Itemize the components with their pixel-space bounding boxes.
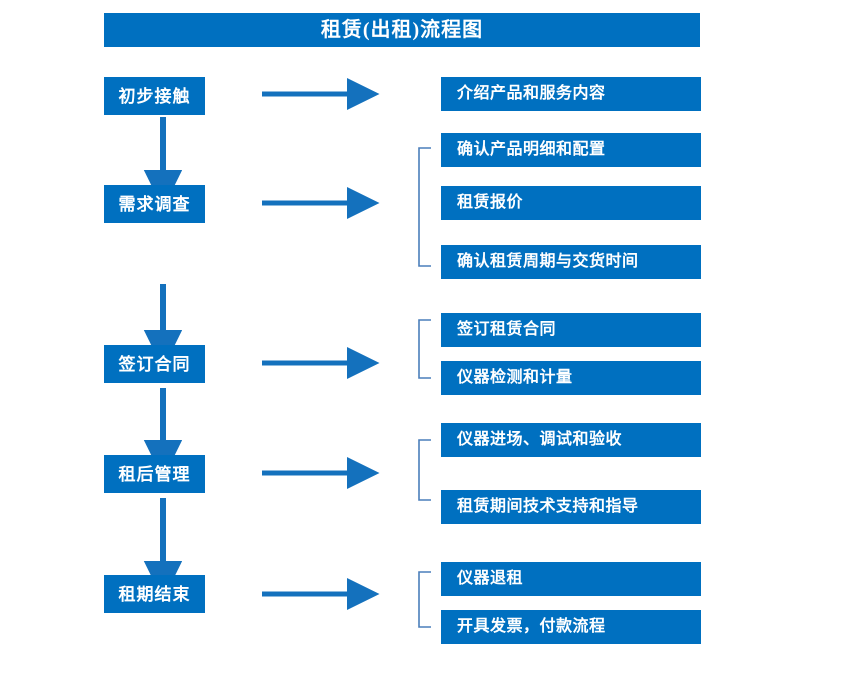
horizontal-arrow-group: [262, 77, 380, 610]
sidebar-item-stage-5[interactable]: 租期结束: [104, 575, 205, 613]
bracket-group-2: [418, 147, 431, 267]
bracket-group-5: [418, 571, 431, 628]
bracket-group: [418, 147, 431, 628]
detail-box-g2-3[interactable]: 确认租赁周期与交货时间: [441, 245, 701, 279]
detail-box-g2-1[interactable]: 确认产品明细和配置: [441, 133, 701, 167]
bracket-group-4: [418, 439, 431, 501]
sidebar-item-stage-1[interactable]: 初步接触: [104, 77, 205, 115]
sidebar-item-stage-4[interactable]: 租后管理: [104, 455, 205, 493]
detail-box-g3-1[interactable]: 签订租赁合同: [441, 313, 701, 347]
detail-box-g2-2[interactable]: 租赁报价: [441, 186, 701, 220]
detail-box-g4-1[interactable]: 仪器进场、调试和验收: [441, 423, 701, 457]
sidebar-item-stage-3[interactable]: 签订合同: [104, 345, 205, 383]
bracket-group-3: [418, 319, 431, 379]
detail-box-g5-1[interactable]: 仪器退租: [441, 562, 701, 596]
detail-box-g5-2[interactable]: 开具发票，付款流程: [441, 610, 701, 644]
detail-box-g1-1[interactable]: 介绍产品和服务内容: [441, 77, 701, 111]
sidebar-item-stage-2[interactable]: 需求调查: [104, 185, 205, 223]
diagram-title: 租赁(出租)流程图: [104, 13, 700, 47]
detail-box-g3-2[interactable]: 仪器检测和计量: [441, 361, 701, 395]
detail-box-g4-2[interactable]: 租赁期间技术支持和指导: [441, 490, 701, 524]
